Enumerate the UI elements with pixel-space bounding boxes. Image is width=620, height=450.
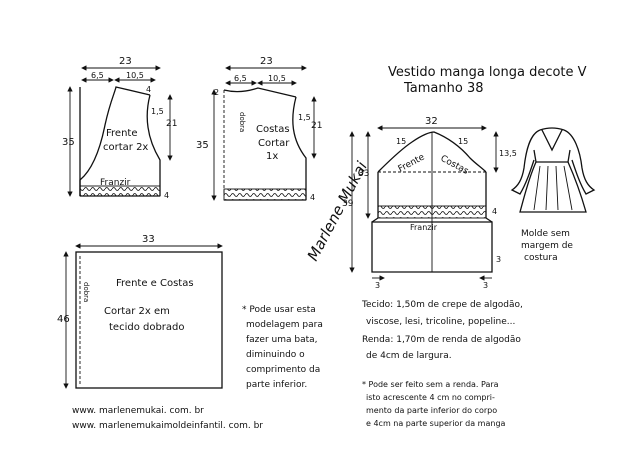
back-armhole-curve: [292, 96, 307, 200]
sleeve-back-label: Costas: [439, 154, 471, 177]
lace-note-line-2: isto acrescente 4 cm no compri-: [366, 393, 495, 402]
skirt-note-line-3: fazer uma bata,: [246, 335, 318, 345]
front-armhole-curve: [146, 94, 161, 196]
sleeve-cuff-right-label: 3: [483, 281, 488, 290]
front-neck-curve: [79, 86, 151, 196]
front-width-label: 23: [119, 56, 132, 67]
sleeve-lower-outline: [371, 221, 493, 273]
dress-right-sleeve: [563, 129, 596, 195]
skirt-height-label: 46: [57, 314, 70, 325]
sleeve-left-bend-label: 15: [396, 137, 406, 146]
dress-caption-3: costura: [524, 253, 558, 263]
skirt-fold-label: dobra: [82, 282, 90, 302]
lace-note: * Pode ser feito sem a renda. Para isto …: [362, 380, 506, 428]
materials-line-3: Renda: 1,70m de renda de algodão: [362, 335, 521, 345]
sleeve-lace-band: [377, 205, 487, 219]
skirt-width-label: 33: [142, 234, 155, 245]
skirt-pattern: 33 46 dobra Frente e Costas Cortar 2x em…: [57, 234, 223, 389]
dress-left-sleeve: [510, 129, 541, 195]
skirt-label-1: Frente e Costas: [116, 278, 194, 289]
sleeve-front-label: Frente: [397, 152, 427, 174]
back-neck-shoulder-line: [223, 87, 297, 98]
dress-caption-1: Molde sem: [521, 229, 570, 239]
skirt-note-line-5: comprimento da: [246, 365, 320, 375]
skirt-label-2: Cortar 2x em: [104, 306, 170, 317]
sleeve-cap-height-label: 13,5: [499, 149, 517, 158]
back-bodice-pattern: 23 6,5 10,5 35 21 2 1,5 dobra Costas Cor…: [196, 56, 322, 202]
dress-caption-2: margem de: [521, 241, 573, 251]
title-block: Vestido manga longa decote V Tamanho 38: [388, 65, 587, 96]
back-label-1: Costas: [256, 124, 290, 135]
sleeve-pattern: 32 15 15 33 39 13,5 Frente Costas Franzi…: [342, 116, 517, 290]
front-lace-height-label: 4: [164, 191, 169, 200]
front-neck-label: 6,5: [91, 71, 104, 80]
website-link-2[interactable]: www. marlenemukaimoldeinfantil. com. br: [72, 421, 263, 431]
website-links: www. marlenemukai. com. br www. marlenem…: [72, 406, 263, 431]
back-lace-height-label: 4: [310, 193, 315, 202]
website-link-1[interactable]: www. marlenemukai. com. br: [72, 406, 204, 416]
materials-line-2: viscose, lesi, tricoline, popeline...: [366, 317, 515, 327]
back-neck-label: 6,5: [234, 74, 247, 83]
dress-skirt-folds: [533, 165, 573, 211]
skirt-note-line-6: parte inferior.: [246, 380, 307, 390]
skirt-note-line-2: modelagem para: [246, 320, 323, 330]
skirt-label-3: tecido dobrado: [109, 322, 185, 333]
front-armhole-label: 21: [166, 119, 177, 129]
front-gather-label: Franzir: [100, 178, 131, 188]
lace-note-line-3: mento da parte inferior do corpo: [366, 406, 497, 415]
front-neck-drop-label: 4: [146, 85, 151, 94]
dress-skirt: [519, 161, 587, 213]
sleeve-lace-height-label: 4: [492, 207, 497, 216]
sleeve-width-label: 32: [425, 116, 438, 127]
skirt-note: * Pode usar esta modelagem para fazer um…: [242, 305, 323, 390]
back-label-3: 1x: [266, 151, 278, 162]
front-label-2: cortar 2x: [103, 142, 148, 153]
materials-block: Tecido: 1,50m de crepe de algodão, visco…: [361, 300, 523, 361]
title-line-1: Vestido manga longa decote V: [388, 65, 587, 80]
back-height-label: 35: [196, 140, 209, 151]
back-lace-band: [223, 188, 307, 201]
materials-line-1: Tecido: 1,50m de crepe de algodão,: [361, 300, 523, 310]
lace-note-line-1: * Pode ser feito sem a renda. Para: [362, 380, 499, 389]
lace-note-line-4: e 4cm na parte superior da manga: [366, 419, 506, 428]
sleeve-cuff-left-label: 3: [375, 281, 380, 290]
front-lace-band: [79, 185, 161, 197]
back-armhole-label: 21: [311, 121, 322, 131]
title-line-2: Tamanho 38: [403, 81, 484, 96]
back-fold-label: dobra: [238, 112, 246, 132]
materials-line-4: de 4cm de largura.: [366, 351, 452, 361]
back-width-label: 23: [260, 56, 273, 67]
sleeve-lower-join: [371, 217, 493, 223]
sleeve-total-height-label: 39: [342, 199, 354, 209]
front-shoulder-drop-label: 1,5: [151, 107, 164, 116]
sleeve-cap-curve: [377, 131, 487, 173]
back-shoulder-label: 10,5: [268, 74, 286, 83]
skirt-note-line-4: diminuindo o: [246, 350, 305, 360]
sleeve-height-label: 33: [358, 169, 369, 179]
back-neck-depth-label: 2: [214, 88, 219, 97]
sleeve-cuff-height-label: 3: [496, 255, 501, 264]
dress-bodice: [533, 149, 571, 163]
skirt-note-line-1: * Pode usar esta: [242, 305, 316, 315]
dress-illustration: Molde sem margem de costura: [510, 127, 596, 263]
back-label-2: Cortar: [258, 138, 290, 149]
front-height-label: 35: [62, 137, 75, 148]
sleeve-gather-label: Franzir: [410, 223, 438, 232]
front-label-1: Frente: [106, 128, 137, 139]
front-shoulder-label: 10,5: [126, 71, 144, 80]
skirt-rectangle: [75, 251, 223, 389]
front-bodice-pattern: 23 6,5 10,5 35 21 4 1,5 Frente cortar 2x…: [62, 56, 177, 200]
sleeve-right-bend-label: 15: [458, 137, 468, 146]
back-shoulder-drop-label: 1,5: [298, 113, 311, 122]
dress-neckline: [539, 127, 565, 152]
